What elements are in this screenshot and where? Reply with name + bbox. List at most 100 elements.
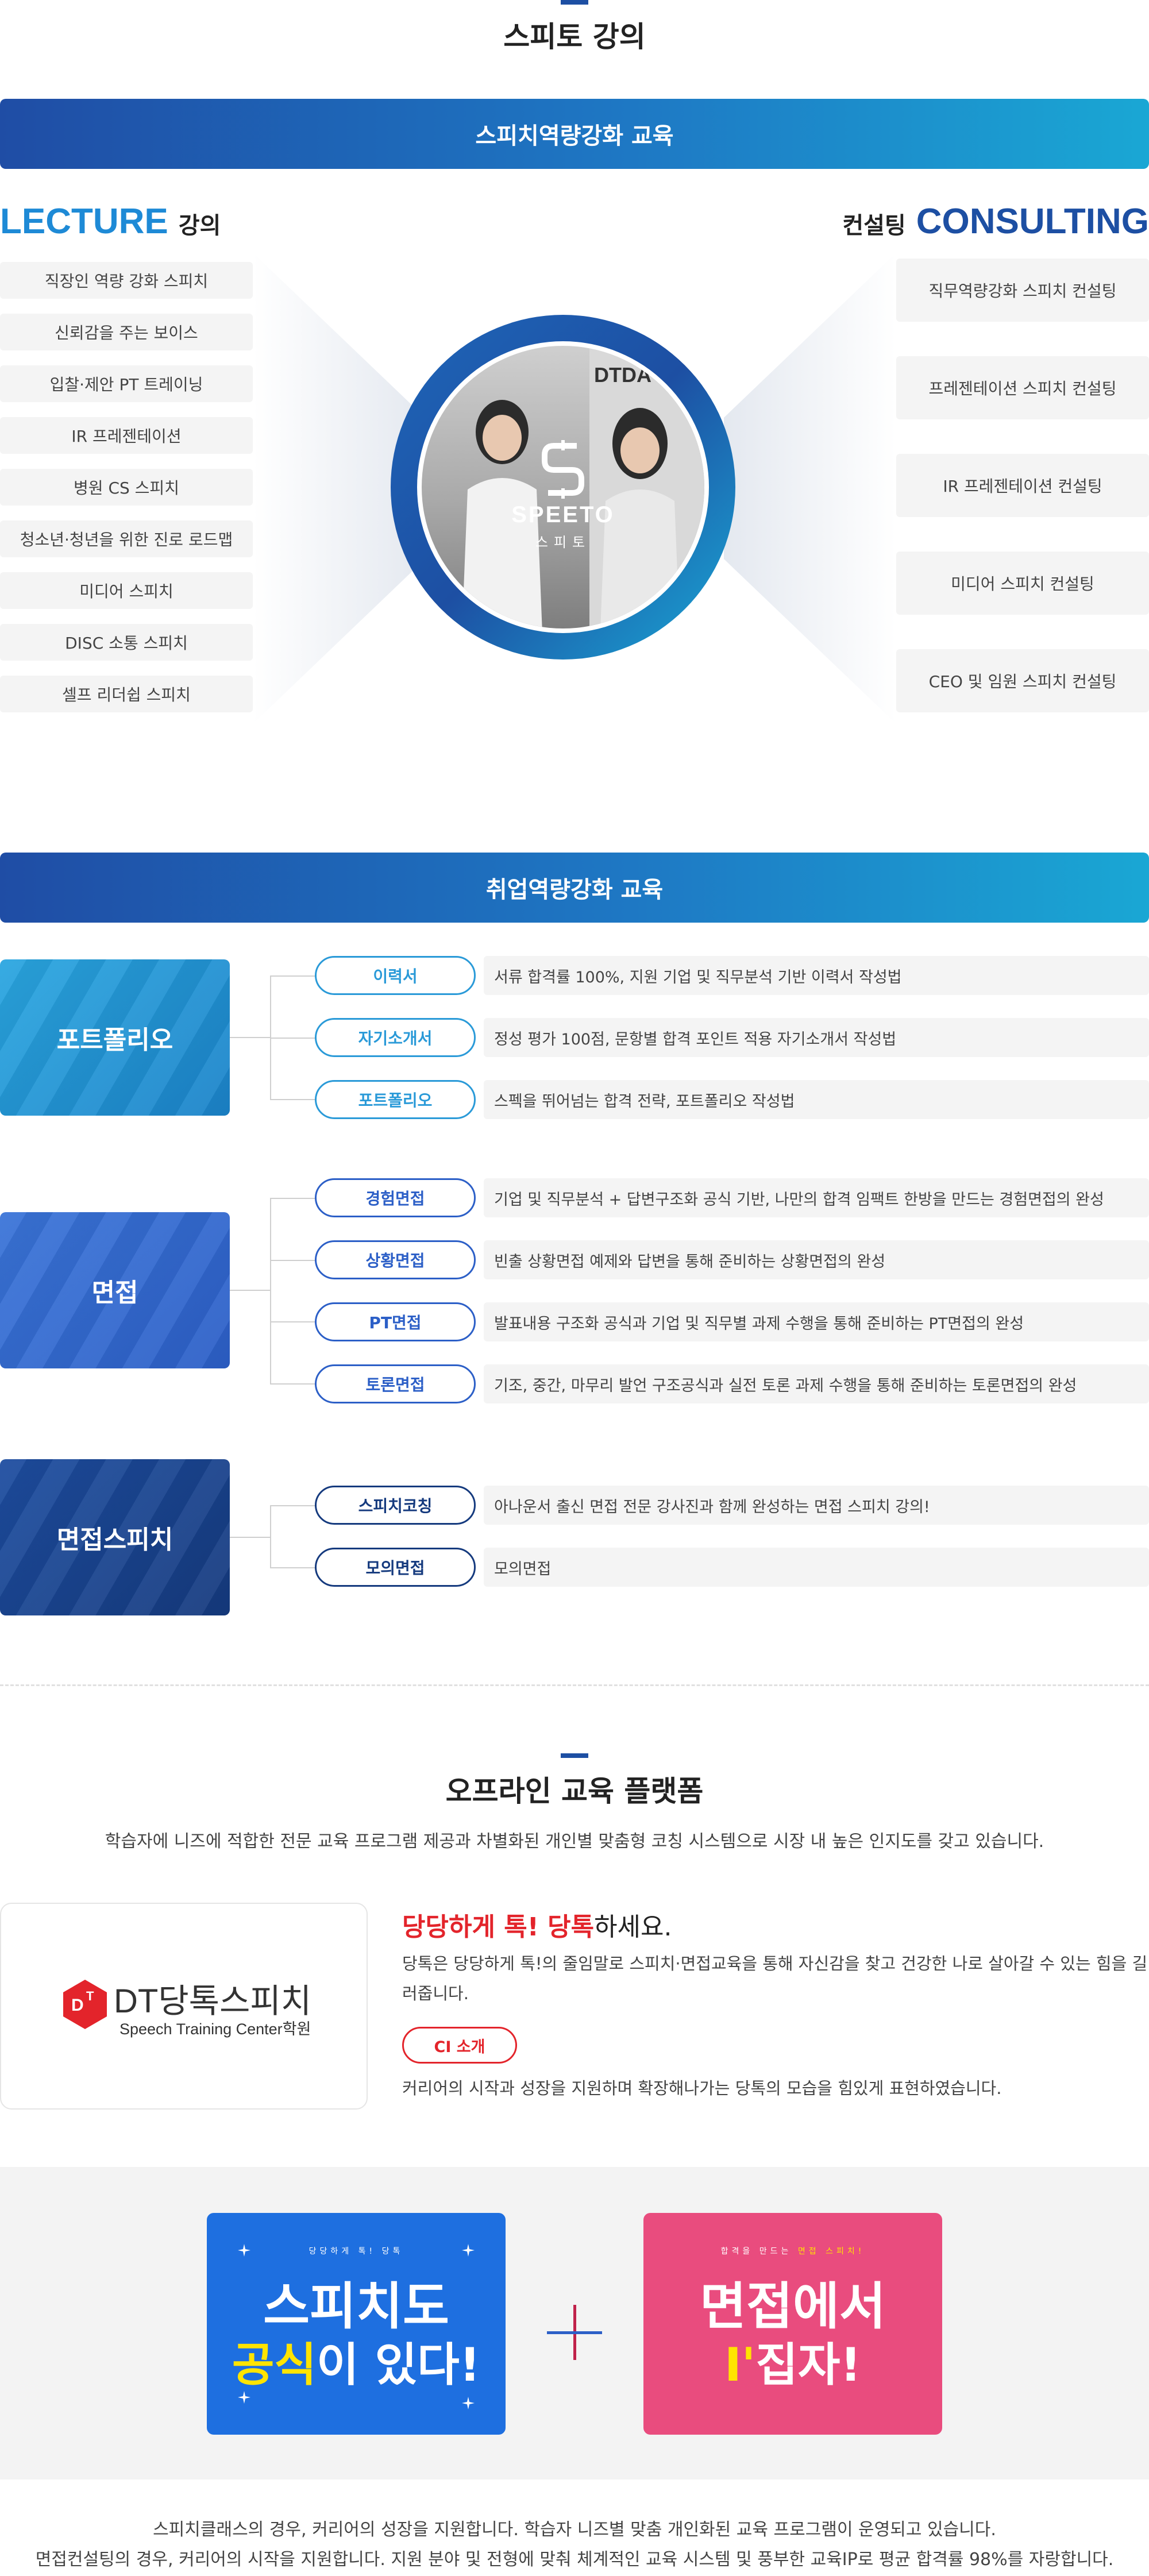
sparkle-icon (238, 2391, 250, 2404)
tag-resume: 이력서 (315, 956, 476, 995)
card-small-text: 합격을 만드는 면접 스피치! (643, 2245, 942, 2257)
job-band-title: 취업역량강화 교육 (485, 877, 664, 903)
dt-logo-icon: D T (63, 1980, 107, 2029)
lecture-item: 입찰·제안 PT 트레이닝 (0, 365, 253, 402)
tag-pt-interview: PT면접 (315, 1302, 476, 1341)
person-illustration (600, 408, 680, 628)
card-headline-2: I'집자! (643, 2328, 942, 2394)
lecture-title: LECTURE (0, 202, 168, 241)
tag-desc: 스펙을 뛰어넘는 합격 전략, 포트폴리오 작성법 (484, 1080, 1149, 1119)
tag-desc: 기업 및 직무분석 + 답변구조화 공식 기반, 나만의 합격 임팩트 한방을 … (484, 1178, 1149, 1217)
connector-line (270, 1505, 271, 1568)
category-interview: 면접 (0, 1212, 230, 1368)
connector-line (230, 1037, 270, 1038)
slogan-highlight: 당당하게 톡! 당톡 (402, 1912, 595, 1942)
lecture-sub: 강의 (178, 213, 221, 238)
connector-line (270, 975, 315, 977)
connector-line (270, 1099, 315, 1100)
category-label: 면접 (91, 1278, 138, 1308)
right-glow (724, 253, 896, 724)
bottom-line-1: 스피치클래스의 경우, 커리어의 성장을 지원합니다. 학습자 니즈별 맞춤 개… (153, 2520, 996, 2540)
connector-line (270, 1198, 315, 1199)
lecture-item: 셀프 리더쉽 스피치 (0, 676, 253, 712)
category-portfolio: 포트폴리오 (0, 959, 230, 1116)
tag-debate-interview: 토론면접 (315, 1364, 476, 1403)
connector-line (270, 1383, 315, 1385)
category-interview-speech: 면접스피치 (0, 1459, 230, 1615)
lecture-heading: LECTURE 강의 (0, 201, 221, 242)
plus-icon (547, 2305, 602, 2360)
consulting-sub: 컨설팅 (842, 213, 906, 238)
promo-card-interview: 합격을 만드는 면접 스피치! 면접에서 I'집자! (643, 2213, 942, 2435)
card-headline-1: 면접에서 (700, 2277, 886, 2336)
platform-description: 당톡은 당당하게 톡!의 줄임말로 스피치·면접교육을 통해 자신감을 찾고 건… (402, 1954, 1148, 2003)
center-brand: SPEETO (511, 502, 615, 527)
lecture-item: 직장인 역량 강화 스피치 (0, 262, 253, 299)
tag-desc: 기조, 중간, 마무리 발언 구조공식과 실전 토론 과제 수행을 통해 준비하… (484, 1364, 1149, 1403)
tag-mock-interview: 모의면접 (315, 1548, 476, 1587)
center-brand-kr: 스피토 (535, 534, 591, 550)
speech-band-title: 스피치역량강화 교육 (475, 123, 674, 149)
speeto-logo-icon (542, 440, 584, 499)
connector-line (230, 1537, 270, 1538)
connector-line (270, 1260, 315, 1261)
platform-title: 오프라인 교육 플랫폼 (445, 1775, 704, 1808)
card-small-yellow: 면접 스피치! (797, 2247, 865, 2256)
card-highlight: 공식 (232, 2338, 317, 2392)
connector-line (270, 1567, 315, 1568)
consulting-item: CEO 및 임원 스피치 컨설팅 (896, 649, 1149, 712)
platform-subtitle: 학습자에 니즈에 적합한 전문 교육 프로그램 제공과 차별화된 개인별 맞춤형… (105, 1831, 1044, 1852)
lecture-item: 신뢰감을 주는 보이스 (0, 314, 253, 350)
connector-line (270, 1038, 315, 1039)
svg-text:T: T (86, 1989, 94, 2003)
lecture-item: DISC 소통 스피치 (0, 624, 253, 661)
tag-desc: 아나운서 출신 면접 전문 강사진과 함께 완성하는 면접 스피치 강의! (484, 1486, 1149, 1525)
slogan-rest: 하세요. (594, 1912, 672, 1942)
promo-card-speech: 당당하게 톡! 당톡 스피치도 공식이 있다! (207, 2213, 506, 2435)
consulting-title: CONSULTING (916, 202, 1149, 241)
consulting-item: 직무역량강화 스피치 컨설팅 (896, 259, 1149, 322)
tag-speech-coaching: 스피치코칭 (315, 1486, 476, 1525)
connector-line (270, 1505, 315, 1506)
title-accent-bar (561, 0, 588, 5)
consulting-item: 프레젠테이션 스피치 컨설팅 (896, 356, 1149, 419)
section-divider (0, 1684, 1149, 1686)
wall-text: DTDA (594, 363, 651, 387)
sparkle-icon (462, 2244, 475, 2257)
lecture-item: 병원 CS 스피치 (0, 469, 253, 506)
card-headline-rest: 이 있다! (317, 2338, 481, 2392)
lecture-item: 청소년·청년을 위한 진로 로드맵 (0, 520, 253, 557)
lecture-item: IR 프레젠테이션 (0, 417, 253, 454)
consulting-item: IR 프레젠테이션 컨설팅 (896, 454, 1149, 517)
platform-description-2: 커리어의 시작과 성장을 지원하며 확장해나가는 당톡의 모습을 힘있게 표현하… (402, 2078, 1002, 2098)
connector-line (270, 1198, 271, 1384)
card-headline-1: 스피치도 (263, 2277, 449, 2336)
speech-section-band: 스피치역량강화 교육 (0, 99, 1149, 169)
title-accent-bar (561, 1753, 588, 1758)
card-highlight: I' (724, 2338, 756, 2392)
category-label: 포트폴리오 (56, 1025, 173, 1055)
tag-experience-interview: 경험면접 (315, 1178, 476, 1217)
svg-text:D: D (71, 1996, 84, 2015)
tag-desc: 빈출 상황면접 예제와 답변을 통해 준비하는 상황면접의 완성 (484, 1240, 1149, 1279)
sparkle-icon (238, 2244, 250, 2257)
connector-line (270, 1321, 315, 1322)
tag-desc: 서류 합격률 100%, 지원 기업 및 직무분석 기반 이력서 작성법 (484, 956, 1149, 995)
card-small-text: 당당하게 톡! 당톡 (309, 2247, 404, 2256)
tag-desc: 정성 평가 100점, 문항별 합격 포인트 적용 자기소개서 작성법 (484, 1018, 1149, 1057)
bottom-summary: 스피치클래스의 경우, 커리어의 성장을 지원합니다. 학습자 니즈별 맞춤 개… (0, 2515, 1149, 2575)
card-headline-2: 공식이 있다! (207, 2328, 506, 2394)
lecture-item: 미디어 스피치 (0, 572, 253, 609)
job-section-band: 취업역량강화 교육 (0, 853, 1149, 923)
tag-portfolio: 포트폴리오 (315, 1080, 476, 1119)
person-illustration (462, 400, 542, 628)
card-small-white: 합격을 만드는 (720, 2247, 792, 2256)
consulting-heading: 컨설팅 CONSULTING (842, 201, 1149, 242)
bottom-line-2: 면접컨설팅의 경우, 커리어의 시작을 지원합니다. 지원 분야 및 전형에 맞… (35, 2550, 1114, 2570)
tag-desc: 발표내용 구조화 공식과 기업 및 직무별 과제 수행을 통해 준비하는 PT면… (484, 1302, 1149, 1341)
consulting-item: 미디어 스피치 컨설팅 (896, 552, 1149, 615)
tag-cover-letter: 자기소개서 (315, 1018, 476, 1057)
tag-situation-interview: 상황면접 (315, 1240, 476, 1279)
category-label: 면접스피치 (56, 1525, 173, 1555)
ci-intro-button[interactable]: CI 소개 (402, 2027, 517, 2064)
